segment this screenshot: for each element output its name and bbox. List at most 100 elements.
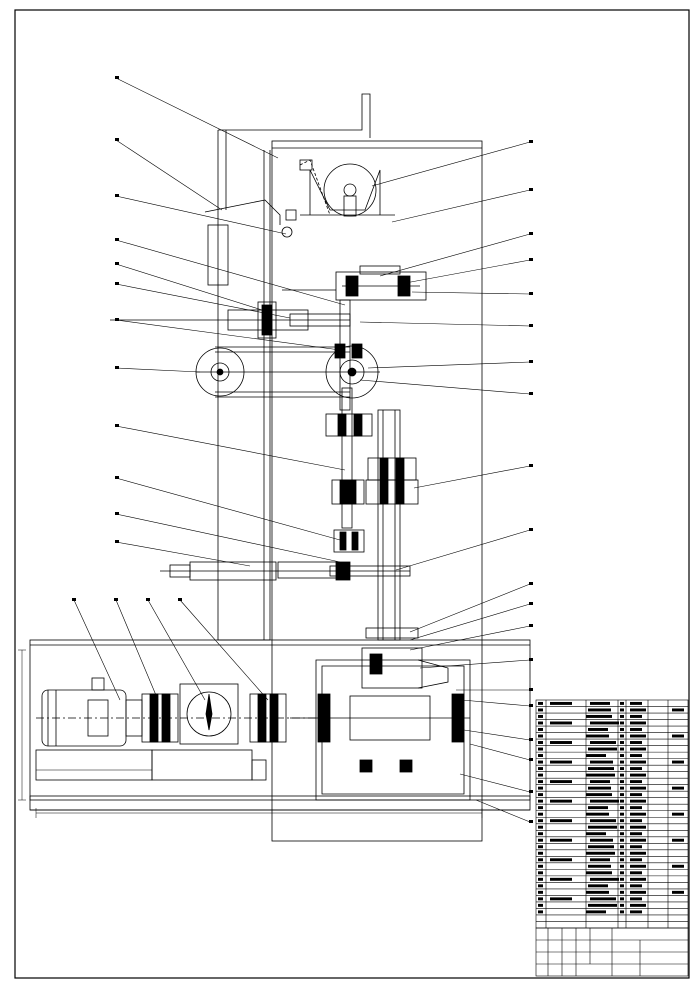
parts-list-cell-mark [588, 728, 608, 731]
parts-list-cell-mark [550, 799, 572, 803]
parts-list-cell-mark [538, 786, 543, 790]
parts-list-cell-mark [630, 799, 646, 803]
parts-list-cell-mark [620, 773, 624, 777]
parts-list-cell-mark [620, 877, 624, 881]
parts-list-cell-mark [586, 754, 606, 757]
parts-list-cell-mark [630, 780, 642, 784]
parts-list-cell-mark [538, 721, 543, 725]
parts-list-cell-mark [630, 701, 642, 705]
parts-list-cell-mark [630, 773, 646, 777]
parts-list-cell-mark [672, 760, 684, 764]
parts-list-cell-mark [620, 780, 624, 784]
parts-list-cell-mark [590, 819, 616, 823]
parts-list-cell-mark [620, 747, 624, 751]
parts-list-cell-mark [538, 812, 543, 816]
parts-list-cell-mark [588, 845, 614, 849]
parts-list-cell-mark [620, 819, 624, 823]
parts-list-cell-mark [672, 864, 684, 868]
parts-list-cell-mark [550, 838, 572, 842]
parts-list-cell-mark [630, 754, 642, 757]
parts-list-cell-mark [620, 864, 624, 868]
parts-list-cell-mark [620, 786, 624, 790]
parts-list-cell-mark [630, 910, 642, 914]
parts-list-cell-mark [538, 858, 543, 862]
parts-list-cell-mark [620, 884, 624, 888]
parts-list-cell-mark [630, 819, 642, 823]
parts-list-cell-mark [672, 708, 684, 712]
sheet-border [14, 9, 690, 979]
vertical-shaft [339, 299, 401, 641]
parts-list-cell-mark [538, 714, 543, 718]
parts-list-cell-mark [620, 793, 624, 797]
parts-list-cell-mark [620, 728, 624, 731]
parts-list-cell-mark [630, 864, 646, 868]
parts-list-cell-mark [538, 910, 543, 914]
parts-list-cell-mark [630, 767, 642, 771]
parts-list-cell-mark [672, 812, 684, 816]
parts-list-cell-mark [620, 897, 624, 901]
leaders-right [359, 141, 531, 823]
parts-list-cell-mark [538, 767, 543, 771]
parts-list-cell-mark [620, 858, 624, 862]
parts-list-cell-mark [538, 708, 543, 712]
parts-list-cell-mark [550, 897, 572, 901]
parts-list-cell-mark [620, 721, 624, 725]
gear-train [325, 413, 419, 553]
parts-list-cell-mark [620, 845, 624, 849]
parts-list-cell-mark [586, 734, 609, 738]
parts-list-cell-mark [620, 760, 624, 764]
parts-list-cell-mark [630, 714, 642, 718]
parts-list-cell-mark [586, 773, 615, 777]
parts-list-cell-mark [538, 877, 543, 881]
parts-list-cell-mark [550, 701, 572, 705]
parts-list-cell-mark [586, 910, 606, 914]
upper-coupling [282, 265, 427, 301]
parts-list-cell-mark [538, 819, 543, 823]
parts-list-cell-mark [630, 832, 642, 836]
parts-list-cell-mark [630, 728, 642, 731]
parts-list-cell-mark [586, 871, 612, 875]
parts-list-cell-mark [550, 741, 572, 744]
parts-list-cell-mark [620, 910, 624, 914]
parts-list-cell-mark [586, 714, 612, 718]
parts-list-cell-mark [620, 734, 624, 738]
parts-list-cell-mark [620, 708, 624, 712]
parts-list-cell-mark [538, 838, 543, 842]
parts-list-cell-mark [630, 747, 646, 751]
parts-list-cell-mark [630, 825, 646, 829]
parts-list-cell-mark [630, 760, 646, 764]
callout-markers [72, 76, 533, 823]
lower-housing [290, 627, 471, 801]
parts-list-cell-mark [586, 812, 609, 816]
parts-list-cell-mark [620, 714, 624, 718]
parts-list-cell-mark [630, 851, 646, 855]
parts-list-cell-mark [620, 754, 624, 757]
parts-list-cell-mark [620, 832, 624, 836]
parts-list-cell-mark [620, 806, 624, 810]
parts-list-cell-mark [538, 799, 543, 803]
parts-list-cell-mark [538, 728, 543, 731]
parts-list-cell-mark [538, 897, 543, 901]
parts-list-cell-mark [538, 754, 543, 757]
parts-list-cell-mark [588, 884, 608, 888]
parts-list-cell-mark [538, 851, 543, 855]
parts-list-cell-mark [620, 741, 624, 744]
parts-list-cell-mark [630, 890, 646, 894]
parts-list-cell-mark [590, 877, 619, 881]
parts-list-cell-mark [620, 838, 624, 842]
parts-list-cell-mark [588, 903, 617, 907]
parts-list-cell-mark [588, 825, 617, 829]
parts-list-cell-mark [586, 890, 609, 894]
parts-list-cell-mark [630, 812, 646, 816]
parts-list-cell-mark [590, 721, 619, 725]
parts-list-cell-mark [586, 793, 612, 797]
parts-list-cell-mark [630, 884, 642, 888]
parts-list-cell-mark [538, 825, 543, 829]
parts-list-cell-mark [588, 767, 614, 771]
parts-list-cell-mark [590, 701, 610, 705]
parts-list-cell-mark [620, 825, 624, 829]
parts-list-cell-mark [538, 747, 543, 751]
parts-list-cell-mark [620, 851, 624, 855]
parts-list-cell-mark [630, 741, 642, 744]
